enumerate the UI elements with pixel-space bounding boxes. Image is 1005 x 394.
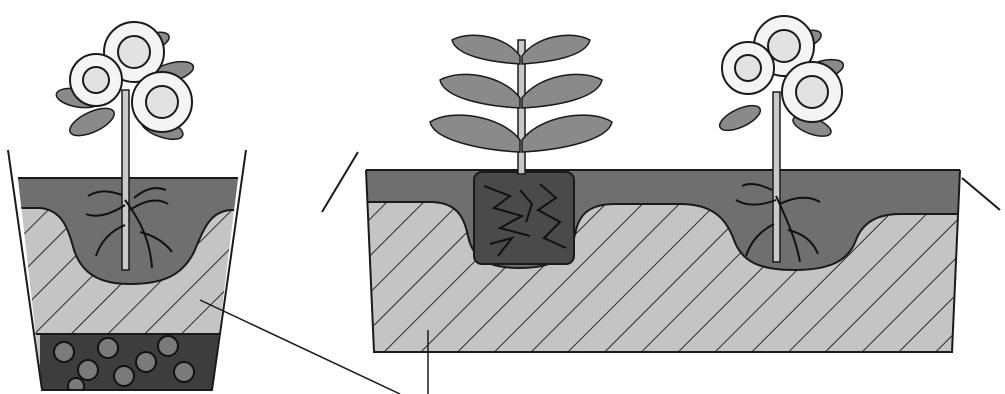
flower-icon — [70, 54, 122, 106]
flower-icon — [132, 72, 192, 132]
planting-tray — [322, 152, 1000, 360]
flower-icon — [722, 42, 774, 94]
flower-icon — [782, 62, 842, 122]
stem — [122, 90, 129, 270]
root-ball — [474, 172, 574, 264]
stem — [773, 92, 780, 262]
left-pot — [0, 150, 260, 394]
leafy-seedling-icon — [430, 35, 612, 174]
